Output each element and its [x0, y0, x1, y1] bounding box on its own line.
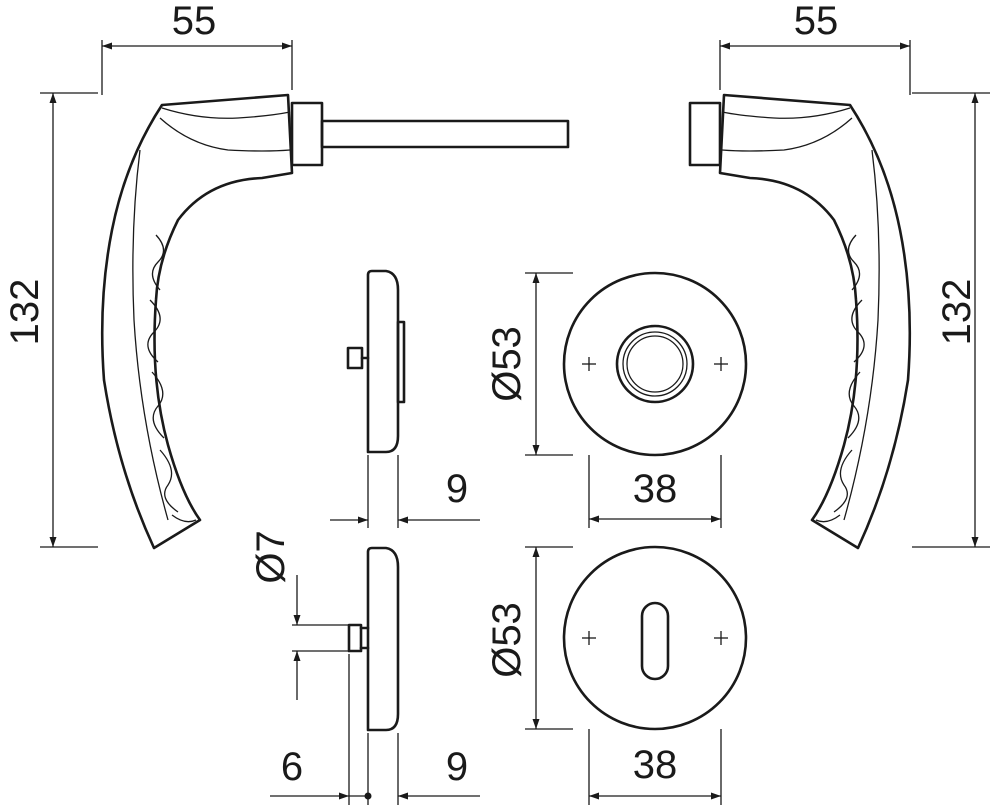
round-rose-screw-spacing-label: 38	[633, 467, 678, 511]
lower-rose-thickness-dimension: 6 9	[270, 654, 480, 805]
right-width-dimension: 55	[719, 0, 911, 95]
right-lever-handle	[688, 93, 912, 550]
screw-hole-icon	[582, 357, 596, 371]
lower-rose-thickness-label: 9	[446, 745, 468, 789]
escutcheon-diameter-label: Ø53	[485, 602, 529, 678]
screw-hole-icon	[714, 357, 728, 371]
left-height-label: 132	[3, 279, 47, 346]
left-height-dimension: 132	[3, 92, 98, 548]
keyhole-escutcheon-front-view	[562, 545, 748, 731]
round-rose-front-view	[562, 271, 748, 457]
screw-hole-icon	[714, 631, 728, 645]
escutcheon-screw-spacing-dimension: 38	[588, 729, 722, 805]
left-width-label: 55	[172, 0, 217, 43]
pin-diameter-label: Ø7	[249, 530, 293, 583]
keyhole-slot	[640, 601, 670, 681]
upper-rose-thickness-dimension: 9	[330, 455, 480, 528]
right-width-label: 55	[794, 0, 839, 43]
round-rose-screw-spacing-dimension: 38	[588, 455, 722, 528]
escutcheon-diameter-dimension: Ø53	[485, 546, 573, 730]
left-lever-handle	[100, 93, 570, 550]
round-rose-diameter-dimension: Ø53	[485, 272, 573, 456]
escutcheon-screw-spacing-label: 38	[633, 743, 678, 787]
screw-hole-icon	[582, 631, 596, 645]
pin-length-label: 6	[281, 745, 303, 789]
round-rose-diameter-label: Ø53	[485, 326, 529, 402]
escutcheon-side-profile	[347, 546, 400, 732]
right-height-dimension: 132	[912, 92, 990, 548]
upper-rose-thickness-label: 9	[446, 467, 468, 511]
pin-diameter-dimension: Ø7	[249, 530, 349, 700]
round-rose-side-profile	[346, 269, 406, 454]
left-width-dimension: 55	[101, 0, 293, 95]
right-height-label: 132	[935, 279, 979, 346]
